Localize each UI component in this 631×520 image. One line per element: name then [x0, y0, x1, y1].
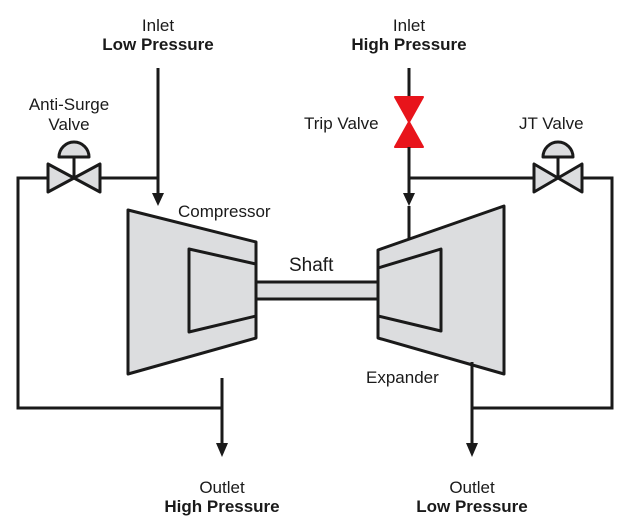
inlet-high-pressure: High Pressure [351, 35, 467, 54]
outlet-low-arrow [466, 443, 478, 457]
expander-label: Expander [366, 368, 439, 387]
outlet-low-label: Outlet [449, 478, 495, 497]
anti-surge-valve-icon [46, 140, 102, 194]
jt-valve-label: JT Valve [519, 114, 584, 133]
trip-valve-label: Trip Valve [304, 114, 379, 133]
outlet-high-label: Outlet [199, 478, 245, 497]
inlet-low-arrow [152, 193, 164, 206]
outlet-low-pressure: Low Pressure [416, 497, 528, 516]
compressor-body [126, 208, 258, 376]
shaft-bar [254, 280, 380, 301]
inlet-high-arrow [403, 193, 415, 206]
jt-bypass-loop [409, 176, 614, 410]
outlet-high-pressure: High Pressure [164, 497, 280, 516]
outlet-high-arrow [216, 443, 228, 457]
compressor-label: Compressor [178, 202, 271, 221]
jt-valve-icon [532, 140, 584, 194]
inlet-low-pressure: Low Pressure [102, 35, 214, 54]
anti-surge-label-line1: Anti-Surge [28, 95, 110, 114]
inlet-low-label: Inlet [141, 16, 175, 35]
shaft-label: Shaft [289, 255, 334, 276]
expander-body [376, 204, 506, 376]
inlet-high-label: Inlet [392, 16, 426, 35]
trip-valve-icon [394, 96, 424, 148]
anti-surge-label-line2: Valve [48, 115, 90, 134]
